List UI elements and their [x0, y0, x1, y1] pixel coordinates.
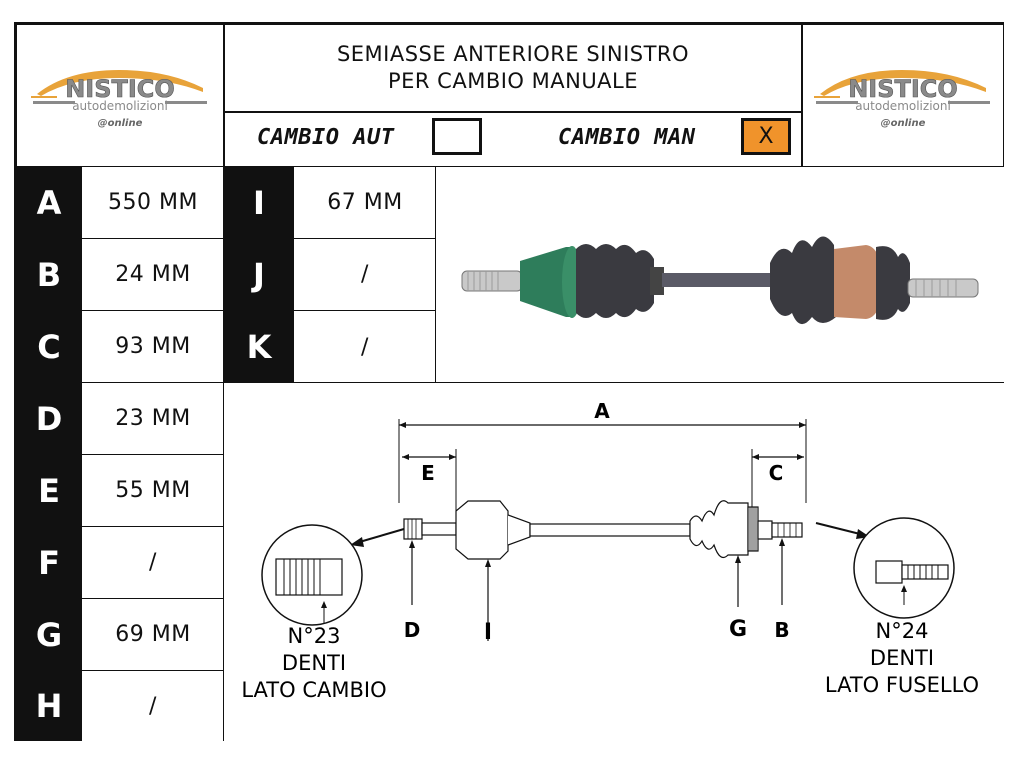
dimension-drawing: A E C	[241, 399, 979, 702]
manual-mark: X	[758, 124, 774, 149]
letter-j: J	[224, 239, 294, 311]
letter-d: D	[16, 383, 82, 455]
logo-left: NISTICO autodemolizioni @online	[16, 24, 224, 167]
value-j: /	[294, 239, 436, 311]
letter-i: I	[224, 167, 294, 239]
value-b: 24 MM	[82, 239, 224, 311]
right-spline-teeth: DENTI	[870, 646, 934, 670]
online-label: @online	[97, 118, 143, 129]
nistico-logo-right: NISTICO autodemolizioni	[814, 70, 990, 113]
left-spline-teeth: DENTI	[282, 651, 346, 675]
letter-b: B	[16, 239, 82, 311]
svg-text:autodemolizioni: autodemolizioni	[72, 99, 168, 113]
value-k: /	[361, 334, 369, 360]
part-photo	[436, 167, 1004, 383]
label-c: C	[769, 461, 784, 485]
label-b: B	[774, 618, 789, 642]
spec-sheet: NISTICO autodemolizioni @online SEMIASSE…	[14, 22, 1004, 741]
label-a: A	[594, 399, 610, 423]
svg-text:autodemolizioni: autodemolizioni	[855, 99, 951, 113]
svg-text:NISTICO: NISTICO	[65, 75, 175, 103]
letter-k: K	[224, 311, 294, 383]
left-measure-table: A 550 MM B 24 MM C 93 MM D 23 MM E 55 MM…	[16, 167, 224, 741]
logo-right: NISTICO autodemolizioni @online	[802, 24, 1004, 167]
technical-diagram: A E C	[224, 383, 1004, 741]
label-e: E	[421, 461, 435, 485]
automatic-checkbox[interactable]	[432, 118, 482, 155]
letter-c: C	[16, 311, 82, 383]
value-i: 67 MM	[294, 167, 436, 239]
letter-g: G	[16, 599, 82, 671]
value-c: 93 MM	[82, 311, 224, 383]
gearbox-row: CAMBIO AUT CAMBIO MAN X	[224, 112, 802, 167]
value-a: 550 MM	[82, 167, 224, 239]
automatic-label: CAMBIO AUT	[257, 125, 395, 150]
right-spline-side: LATO FUSELLO	[825, 673, 979, 697]
left-spline-count: N°23	[288, 624, 341, 648]
label-i: I	[484, 620, 492, 645]
letter-e: E	[16, 455, 82, 527]
mid-measure-table: I 67 MM J / K /	[224, 167, 436, 383]
value-d: 23 MM	[82, 383, 224, 455]
letter-a: A	[16, 167, 82, 239]
letter-f: F	[16, 527, 82, 599]
right-spline-count: N°24	[876, 619, 929, 643]
title-box: SEMIASSE ANTERIORE SINISTRO PER CAMBIO M…	[224, 24, 802, 112]
label-g: G	[729, 617, 747, 642]
title-line-2: PER CAMBIO MANUALE	[387, 69, 639, 93]
value-h: /	[149, 693, 157, 719]
value-e: 55 MM	[82, 455, 224, 527]
value-f: /	[82, 527, 224, 599]
title-line-1: SEMIASSE ANTERIORE SINISTRO	[336, 42, 690, 66]
left-spline-side: LATO CAMBIO	[241, 678, 386, 702]
svg-text:NISTICO: NISTICO	[848, 75, 958, 103]
manual-label: CAMBIO MAN	[558, 125, 696, 150]
label-d: D	[404, 618, 421, 642]
letter-h: H	[16, 671, 82, 741]
value-g: 69 MM	[82, 599, 224, 671]
nistico-logo-left: NISTICO autodemolizioni	[31, 70, 207, 113]
drive-shaft-photo	[461, 236, 979, 325]
online-label: @online	[880, 118, 926, 129]
manual-checkbox[interactable]: X	[741, 118, 791, 155]
